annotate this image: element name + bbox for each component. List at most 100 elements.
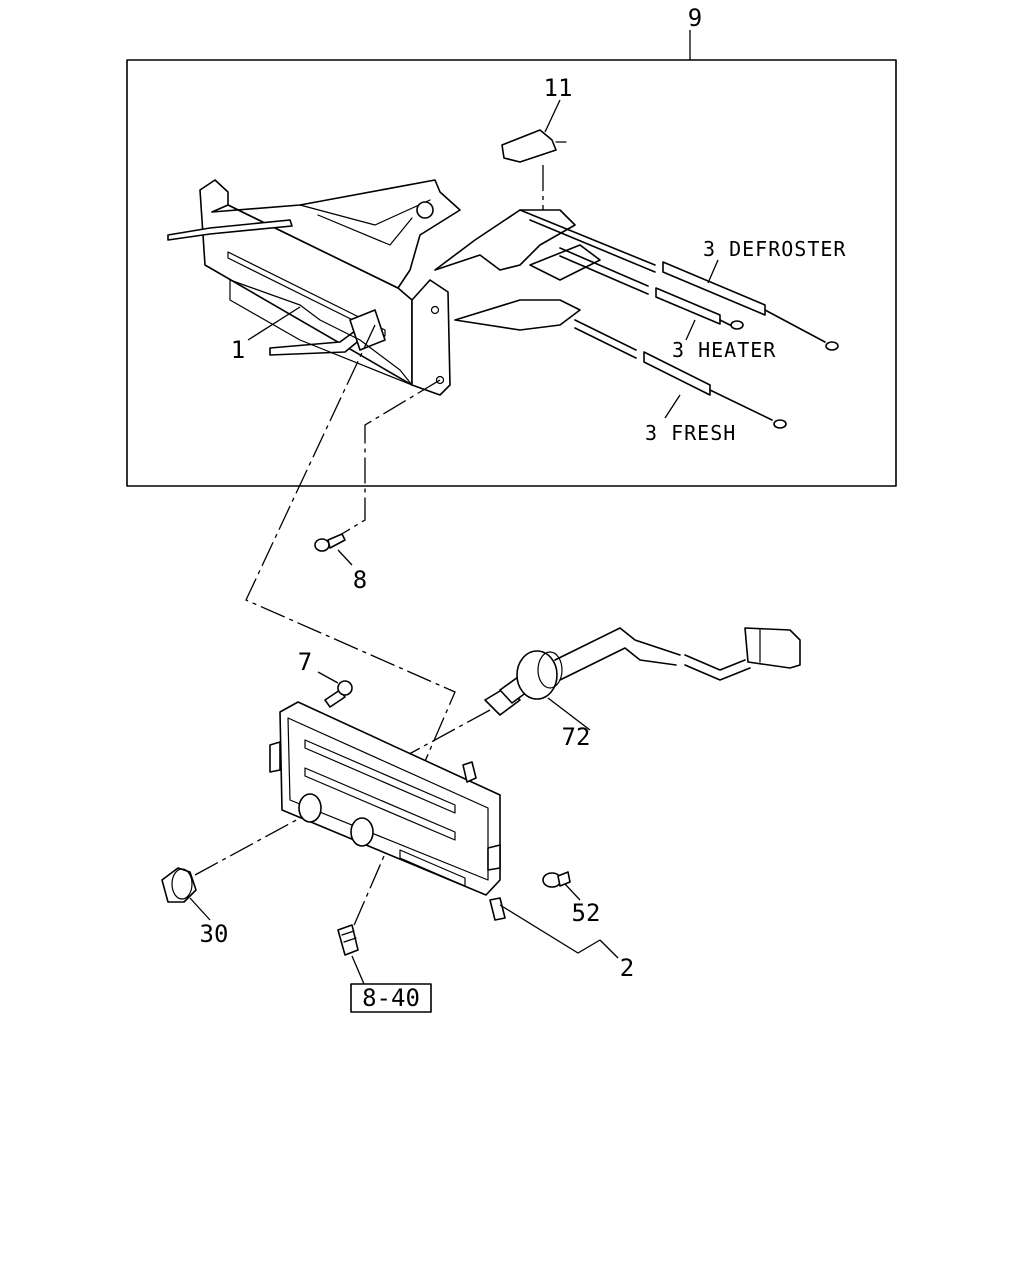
panel-side-tab xyxy=(269,741,281,773)
label-cable-defroster: 3 DEFROSTER xyxy=(703,237,846,261)
control-bracket xyxy=(167,179,601,396)
label-bracket: 1 xyxy=(231,336,245,364)
harness-wire-a xyxy=(554,627,681,661)
label-reference: 8-40 xyxy=(362,984,420,1012)
cable-mount-mid xyxy=(529,244,601,281)
label-assembly: 9 xyxy=(688,4,702,32)
label-screw-bracket: 8 xyxy=(353,566,367,594)
cable-defroster xyxy=(519,209,839,351)
panel-leader xyxy=(499,904,601,954)
defroster-core xyxy=(764,309,826,343)
bulb xyxy=(542,871,581,901)
bracket-leader xyxy=(247,306,301,341)
heater-wire-b xyxy=(559,255,649,295)
control-knob xyxy=(161,817,301,921)
label-switch: 72 xyxy=(562,723,591,751)
harness-connector xyxy=(744,627,801,669)
screw-leader xyxy=(337,549,353,566)
assembly-frame xyxy=(126,30,897,487)
screw-bracket xyxy=(314,379,441,566)
label-clip: 11 xyxy=(544,74,573,102)
bracket-flange-rib xyxy=(317,214,413,246)
screw-center-line xyxy=(339,379,441,536)
bracket-tray xyxy=(229,279,413,386)
cable-mount-lower xyxy=(454,299,581,331)
panel-slot-upper xyxy=(304,739,456,814)
heater-wire-a xyxy=(559,247,649,287)
screw-head xyxy=(314,538,330,552)
bracket-flange-edge xyxy=(299,199,431,226)
control-panel xyxy=(269,701,619,959)
knob-face xyxy=(171,868,193,900)
fresh-wire-a xyxy=(574,319,637,351)
heater-eyelet xyxy=(730,320,744,330)
panel-screw-leader xyxy=(317,671,339,684)
panel-bottom-tab xyxy=(489,897,506,921)
bracket-hole-upper xyxy=(430,305,440,315)
reference-box xyxy=(350,983,432,1013)
panel-leader-tail xyxy=(599,939,619,959)
clip-body xyxy=(501,129,557,163)
fresh-sheath xyxy=(643,351,711,396)
bulb-leader xyxy=(564,883,581,901)
heater-core xyxy=(719,319,731,326)
lever-upper xyxy=(167,219,293,241)
label-screw-panel: 7 xyxy=(298,648,312,676)
knob-leader xyxy=(189,897,211,921)
defroster-sheath xyxy=(662,261,766,316)
panel-screw-head xyxy=(337,680,353,696)
defroster-leader xyxy=(707,259,719,284)
defroster-wire-a xyxy=(519,209,656,266)
fresh-eyelet xyxy=(773,419,787,429)
knob-center-line xyxy=(194,817,301,876)
label-bulb: 52 xyxy=(572,899,601,927)
bracket-top-flange xyxy=(211,179,461,289)
control-switch xyxy=(484,627,801,731)
panel-slot-middle xyxy=(304,767,456,841)
fresh-core xyxy=(709,389,773,421)
harness-wire-d xyxy=(684,664,751,681)
label-panel: 2 xyxy=(620,954,634,982)
switch-leader xyxy=(547,697,591,731)
screw-shank xyxy=(327,533,346,549)
switch-flange xyxy=(537,651,563,689)
cable-heater xyxy=(559,247,744,341)
reference-part-body xyxy=(337,924,359,956)
fresh-leader xyxy=(664,394,681,419)
fresh-wire-b xyxy=(574,327,637,359)
reference-leader xyxy=(351,955,365,985)
panel-knob-hole-left xyxy=(298,793,322,823)
panel-frame xyxy=(279,701,501,896)
bulb-base xyxy=(557,871,571,887)
panel-face xyxy=(287,717,489,881)
label-cable-heater: 3 HEATER xyxy=(672,338,776,362)
cable-clip xyxy=(501,99,567,210)
label-knob: 30 xyxy=(200,920,229,948)
panel-slot-lower xyxy=(399,849,466,887)
bracket-pivot xyxy=(416,201,434,219)
assembly-box xyxy=(126,59,897,487)
panel-mount-tab xyxy=(462,761,477,783)
bracket-slot xyxy=(227,251,386,337)
heater-sheath xyxy=(655,287,721,325)
panel-screw-shank xyxy=(324,689,346,708)
heater-leader xyxy=(685,319,696,341)
screw-panel xyxy=(317,671,353,708)
knob-body xyxy=(161,867,197,903)
bracket-side-plate xyxy=(411,279,451,396)
harness-wire-c xyxy=(684,654,746,671)
cable-fresh xyxy=(574,319,787,429)
clip-leader xyxy=(544,99,561,133)
panel-knob-hole-right xyxy=(350,817,374,847)
bracket-hole xyxy=(435,375,445,385)
switch-body xyxy=(516,650,558,700)
harness-wire-b xyxy=(559,647,677,681)
reference-part-rib xyxy=(341,930,355,936)
reference-part-rib-2 xyxy=(343,937,357,943)
defroster-eyelet xyxy=(825,341,839,351)
defroster-wire-b xyxy=(529,219,656,273)
reference-part xyxy=(337,924,432,1013)
panel-right-tab xyxy=(487,844,501,871)
